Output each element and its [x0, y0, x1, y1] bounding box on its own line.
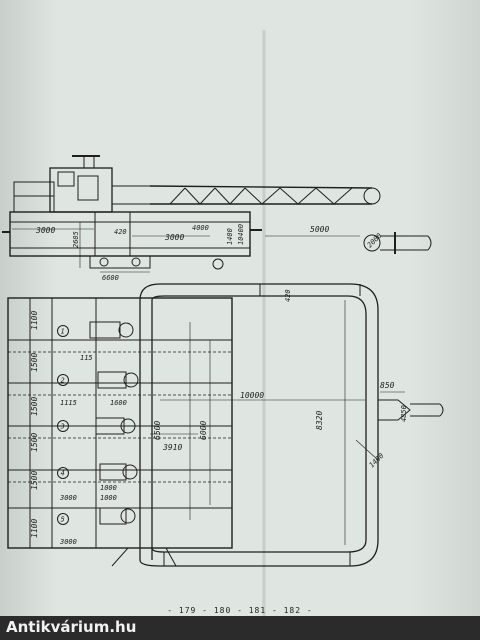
dim-label: 8320: [315, 411, 324, 430]
dim-label: 1000: [100, 494, 117, 502]
dim-label: 3910: [162, 443, 182, 452]
dim-label: 3000: [164, 233, 184, 242]
dim-label: 1100: [30, 311, 39, 330]
plan-left-dimensions: 1100 1500 1500 1500 1500 1100: [30, 311, 39, 538]
dim-label: 420: [284, 289, 292, 302]
dim-label: 1400: [368, 452, 386, 470]
unit-numbers: 1 2 3 4 5: [60, 328, 65, 524]
dim-label: 4000: [192, 224, 209, 232]
dim-label: 10000: [240, 391, 264, 400]
watermark-bar: Antikvárium.hu: [0, 616, 480, 640]
unit-number-circles: [57, 325, 69, 525]
dim-label: 1000: [100, 484, 117, 492]
side-elevation-drawing: [2, 155, 432, 273]
dim-label: 6600: [102, 274, 119, 282]
unit-number: 3: [60, 423, 65, 431]
dim-label: 1500: [30, 353, 39, 372]
plan-main-dimensions: 6500 3910 6000 10000 8320 850 4850 420 1…: [153, 289, 408, 469]
dim-label: 3000: [59, 494, 77, 502]
dim-label: 1500: [30, 433, 39, 452]
dim-label: 850: [380, 381, 395, 390]
dim-label: 1115: [60, 399, 77, 407]
page-fold: [262, 30, 266, 620]
unit-number: 2: [61, 377, 65, 385]
dim-label: 1500: [30, 397, 39, 416]
dim-label: 2605: [72, 231, 80, 248]
dim-label: 2000: [366, 232, 384, 250]
page-numbers: - 179 - 180 - 181 - 182 -: [167, 606, 313, 615]
dim-label: 6000: [199, 421, 208, 440]
dim-label: 3000: [59, 538, 77, 546]
dim-label: 3000: [35, 226, 55, 235]
dim-label: 10400: [237, 224, 245, 245]
dim-label: 4850: [400, 405, 408, 422]
side-elevation-dimensions: 3000 3000 5000 2605 4000 1400 10400 6600…: [35, 224, 383, 282]
dim-label: 1100: [30, 519, 39, 538]
unit-number: 4: [61, 470, 65, 478]
dim-label: 5000: [310, 225, 329, 234]
dim-label: 420: [114, 228, 127, 236]
dim-label: 1400: [226, 228, 234, 245]
dim-label: 6500: [153, 421, 162, 440]
watermark-text: Antikvárium.hu: [6, 618, 137, 636]
plan-inner-dimensions: 115 1115 1600 1000 1000 3000 3000: [59, 354, 127, 546]
dim-label: 1600: [110, 399, 127, 407]
unit-number: 5: [61, 516, 65, 524]
dim-label: 115: [80, 354, 93, 362]
unit-number: 1: [61, 328, 65, 336]
dim-label: 1500: [30, 471, 39, 490]
plan-view-drawing: [7, 283, 444, 567]
